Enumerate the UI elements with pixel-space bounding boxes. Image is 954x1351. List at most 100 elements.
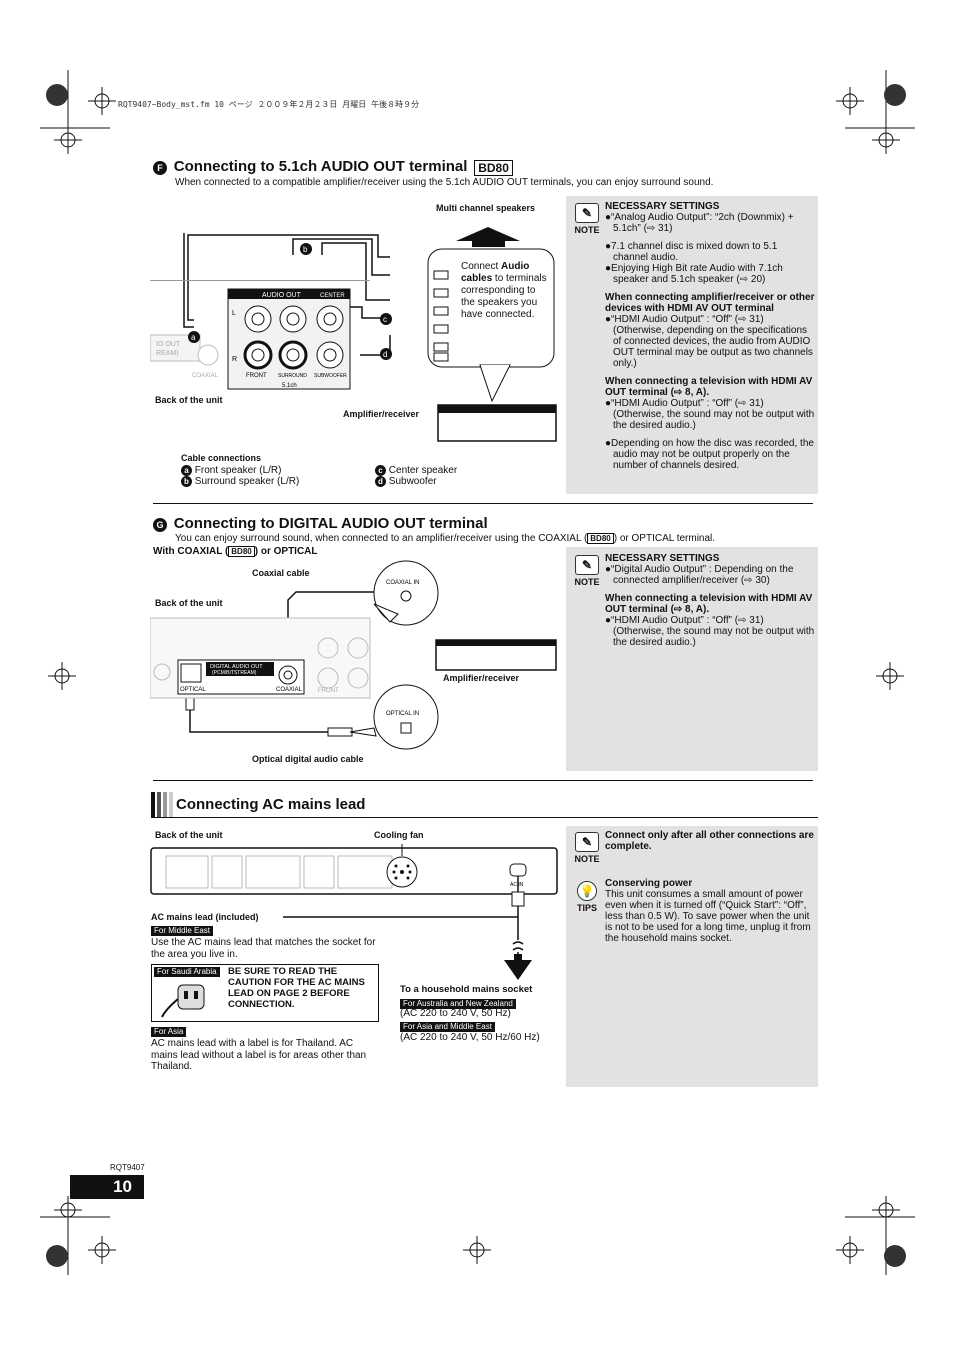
tips-label: TIPS [576,903,597,913]
cable-d-icon: d [375,476,386,487]
anz-label: For Australia and New Zealand [400,999,516,1009]
optical-panel-label: OPTICAL [180,687,206,693]
note-icon-2: ✎NOTE [570,555,604,587]
note-icon-1: ✎NOTE [570,203,604,235]
cable-c-icon: c [375,465,386,476]
anz-text: (AC 220 to 240 V, 50 Hz) [400,1008,511,1019]
ns-title-2: NECESSARY SETTINGS [605,553,720,564]
section-51ch-intro: When connected to a compatible amplifier… [175,177,714,188]
pcm-label: (PCM/BITSTREAM) [212,670,257,676]
note-b2: Enjoying High Bit rate Audio with 7.1ch … [611,263,783,285]
section-51ch-title: Connecting to 5.1ch AUDIO OUT terminal [173,158,468,175]
section-ac-underline [151,817,818,818]
me-label: For Middle East [151,926,214,936]
connect-cables-text: Connect Audio cables to terminals corres… [461,261,547,321]
tips-title: Conserving power [605,878,693,889]
note-label-3: NOTE [574,854,600,864]
subwoofer-label: SUBWOOFER [314,373,347,379]
partial-label: IO OUT [156,341,181,348]
divider-1 [153,503,813,504]
note-h1: When connecting amplifier/receiver or ot… [605,292,815,314]
note-panel-ac [566,826,818,1087]
note-b3: “HDMI Audio Output” : “Off” (⇨ 31) (Othe… [611,314,813,369]
bullet-icon: ● [605,263,612,274]
caution-text: BE SURE TO READ THE CAUTION FOR THE AC M… [228,966,365,1010]
cable-a-text: Front speaker (L/R) [194,465,282,477]
diagram-ac: AC IN [150,844,558,980]
amplifier-label-1: Amplifier/receiver [343,409,420,419]
ns-title-1: NECESSARY SETTINGS [605,201,720,212]
section-digital-intro: You can enjoy surround sound, when conne… [175,533,715,545]
cooling-fan-label: Cooling fan [374,830,424,840]
section-marker-f: F [153,161,167,176]
cable-b-marker: b [303,245,308,254]
note-b1: 7.1 channel disc is mixed down to 5.1 ch… [611,241,778,263]
ame-text: (AC 220 to 240 V, 50 Hz/60 Hz) [400,1032,540,1043]
front-label: FRONT [246,373,267,379]
cable-b-icon: b [181,476,192,487]
note-b4: “HDMI Audio Output” : “Off” (⇨ 31) (Othe… [611,398,815,431]
bullet-icon: ● [605,615,612,626]
plug-icon [161,984,205,1018]
tips-text-block: Conserving power This unit consumes a sm… [605,878,815,944]
note2-h1: When connecting a television with HDMI A… [605,593,813,615]
multi-channel-label: Multi channel speakers [436,203,536,213]
diagram-digital: COAXIAL IN OPTICAL IN DIGITAL AUDIO OUT … [150,560,557,750]
ac-note-text: Connect only after all other connections… [605,830,814,852]
connect-bold: Audio cables [461,261,530,284]
asia-label: For Asia [151,1027,187,1037]
coaxial-faded: COAXIAL [192,373,219,379]
ame-label: For Asia and Middle East [400,1022,495,1032]
front-faded: FRONT [318,688,339,694]
lightbulb-icon: 💡 [577,881,597,901]
section-ac-title: Connecting AC mains lead [176,796,366,813]
back-of-unit-label-2: Back of the unit [155,598,223,608]
anz-label-wrap: For Australia and New Zealand [400,998,516,1010]
note-panel-51ch [566,196,818,494]
ns1-text: “Analog Audio Output”: “2ch (Downmix) + … [611,212,794,234]
notes-51ch: NECESSARY SETTINGS ●“Analog Audio Output… [605,201,815,478]
bullet-icon: ● [605,212,612,223]
panel-l: L [232,310,236,317]
divider-2 [153,780,813,781]
cable-item-c: c Center speaker [375,465,457,477]
bd80-badge-small: BD80 [587,533,614,544]
bullet-icon: ● [605,564,612,575]
cable-item-b: b Surround speaker (L/R) [181,476,299,488]
optical-in-label: OPTICAL IN [386,711,419,717]
section-digital-heading: G Connecting to DIGITAL AUDIO OUT termin… [153,515,488,533]
section-ac-bars [151,792,173,818]
bullet-icon: ● [605,398,612,409]
back-of-unit-label-1: Back of the unit [155,395,223,405]
note-panel-digital [566,547,818,771]
saudi-label: For Saudi Arabia [154,967,220,977]
ac-lead-label: AC mains lead (included) [151,912,259,922]
cable-c-marker: c [383,315,387,324]
tips-text: This unit consumes a small amount of pow… [605,889,811,944]
with-pre: With COAXIAL ( [153,546,229,558]
cable-a-marker: a [191,333,196,342]
tips-icon: 💡 TIPS [570,881,604,913]
center-label: CENTER [320,293,345,299]
connect-post: to terminals corresponding to the speake… [461,273,547,320]
cable-d-text: Subwoofer [388,476,437,488]
amplifier-label-2: Amplifier/receiver [443,673,520,683]
bullet-icon: ● [605,438,612,449]
coaxial-cable-label: Coaxial cable [252,568,310,578]
me-text: Use the AC mains lead that matches the s… [151,937,376,960]
audio-out-label: AUDIO OUT [262,292,302,299]
note-pencil-icon: ✎ [575,203,599,223]
diagram-51ch: AUDIO OUT CENTER L R FRONT SURROUND SUBW… [150,227,557,442]
intro-post: ) or OPTICAL terminal. [613,533,716,545]
cable-d-marker: d [383,350,387,359]
partial-label-2: REAM) [156,350,179,357]
bullet-icon: ● [605,314,612,325]
header-file-info: RQT9407~Body_mst.fm 10 ページ ２００９年２月２３日 月曜… [118,100,420,109]
ch51-label: 5.1ch [282,383,297,389]
ns2-text: “Digital Audio Output” : Depending on th… [611,564,794,586]
footer-code: RQT9407 [110,1163,145,1172]
notes-digital: NECESSARY SETTINGS ●“Digital Audio Outpu… [605,553,815,655]
panel-r: R [232,356,237,363]
with-post: ) or OPTICAL [254,546,318,558]
